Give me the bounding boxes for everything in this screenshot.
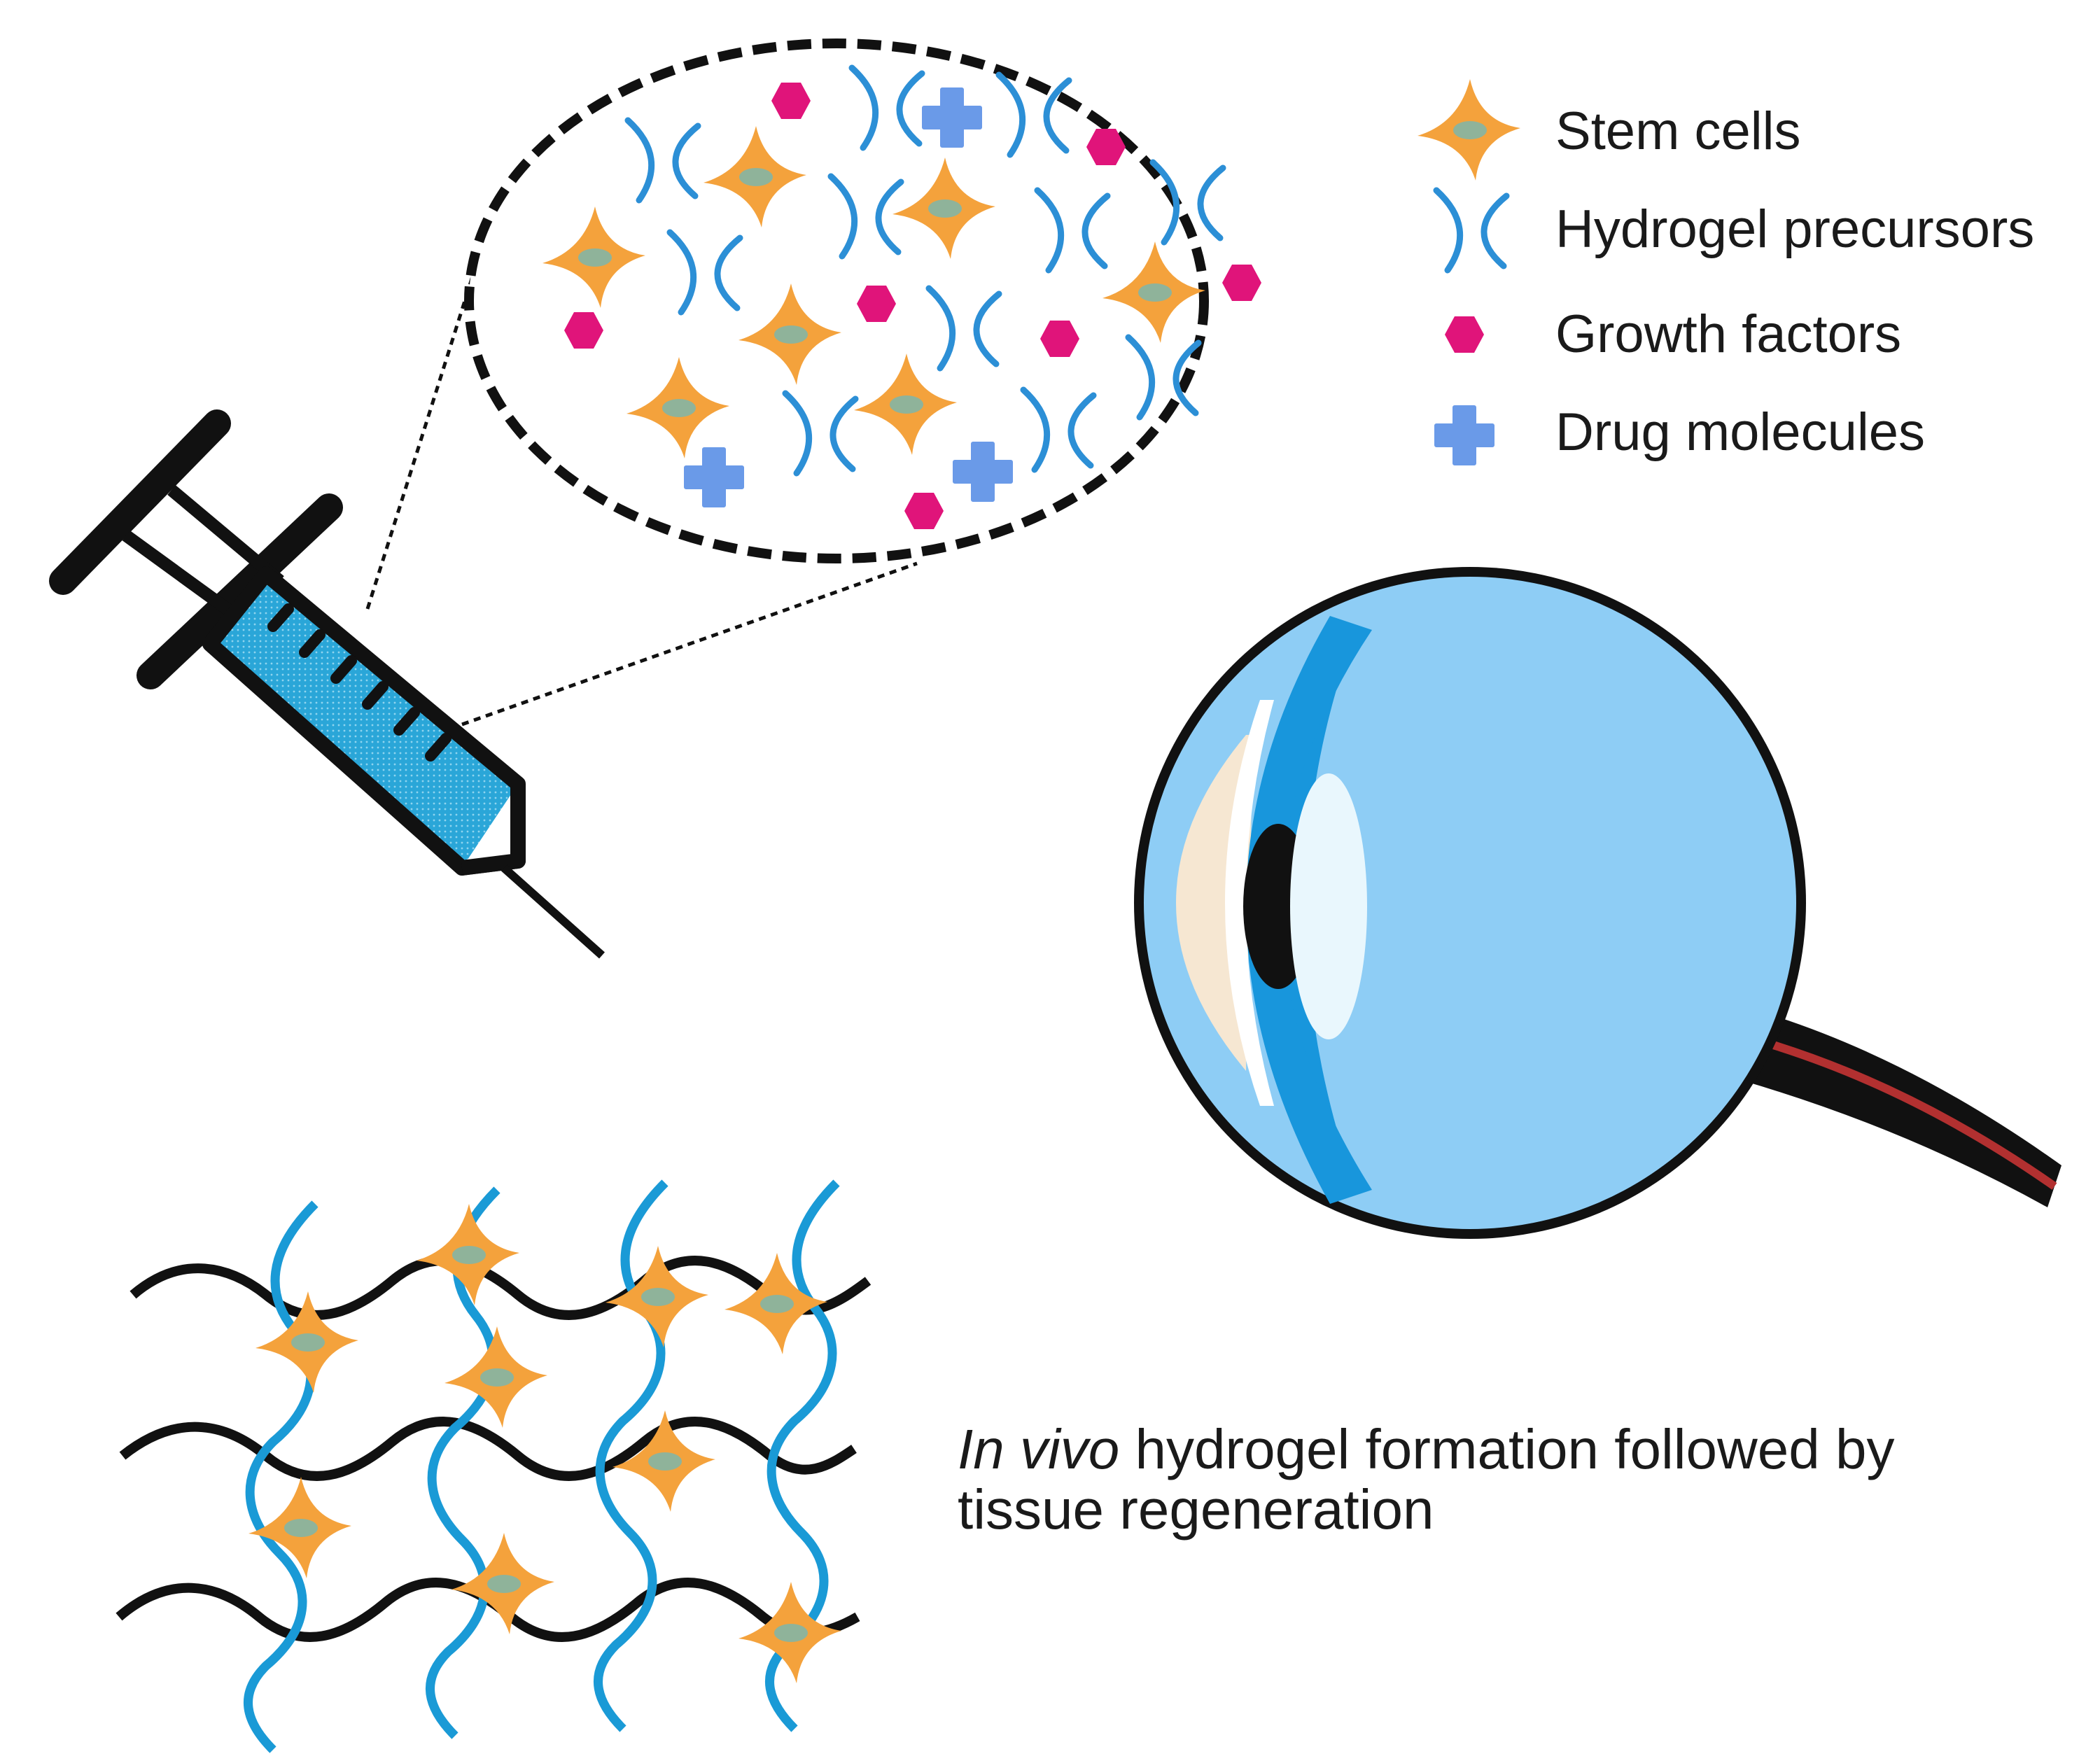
syringe xyxy=(49,409,605,959)
growth-factor-icon xyxy=(1445,316,1484,353)
drug-molecule-icon xyxy=(1436,407,1492,463)
legend xyxy=(1418,79,1520,463)
plunger-rod xyxy=(167,485,284,586)
network-chain-blue xyxy=(244,1200,318,1753)
growth-factor xyxy=(1222,265,1261,301)
stem-cell xyxy=(724,1253,827,1354)
legend-label-growth-factors: Growth factors xyxy=(1555,304,1902,364)
eye-cornea-edge xyxy=(1225,700,1274,1106)
zoom-callout xyxy=(464,38,1261,563)
zoom-line xyxy=(461,561,918,727)
stem-cell xyxy=(248,1477,351,1578)
hydrogel-precursor-icon xyxy=(1436,190,1506,270)
eye xyxy=(1134,567,2062,1239)
stem-cell xyxy=(416,1204,519,1305)
plunger-rod xyxy=(122,530,246,625)
eye-cornea xyxy=(1246,616,1372,1204)
hydrogel-network xyxy=(115,1179,872,1753)
plunger-thumb-bar xyxy=(49,409,231,595)
syringe-barrel xyxy=(202,566,526,876)
graduation-marks xyxy=(267,603,451,762)
legend-label-stem-cells: Stem cells xyxy=(1555,101,1801,161)
syringe-tip xyxy=(461,784,526,876)
syringe-needle xyxy=(501,864,605,959)
legend-label-drug-molecules: Drug molecules xyxy=(1555,402,1925,462)
eye-highlight xyxy=(1290,773,1367,1039)
stem-cell xyxy=(444,1326,547,1428)
zoom-line xyxy=(365,276,475,610)
barrel-flange-bar xyxy=(136,493,343,689)
legend-label-hydrogel-precursors: Hydrogel precursors xyxy=(1555,199,2035,259)
network-chain-blue xyxy=(426,1186,500,1739)
caption-italic: In vivo xyxy=(958,1418,1120,1480)
zoom-ellipse xyxy=(464,38,1209,563)
stem-cell-icon xyxy=(1418,79,1520,181)
caption-text: hydrogel formation followed by tissue re… xyxy=(958,1418,1895,1541)
network-chain-black xyxy=(119,1417,857,1481)
caption: In vivo hydrogel formation followed by t… xyxy=(958,1419,2050,1540)
